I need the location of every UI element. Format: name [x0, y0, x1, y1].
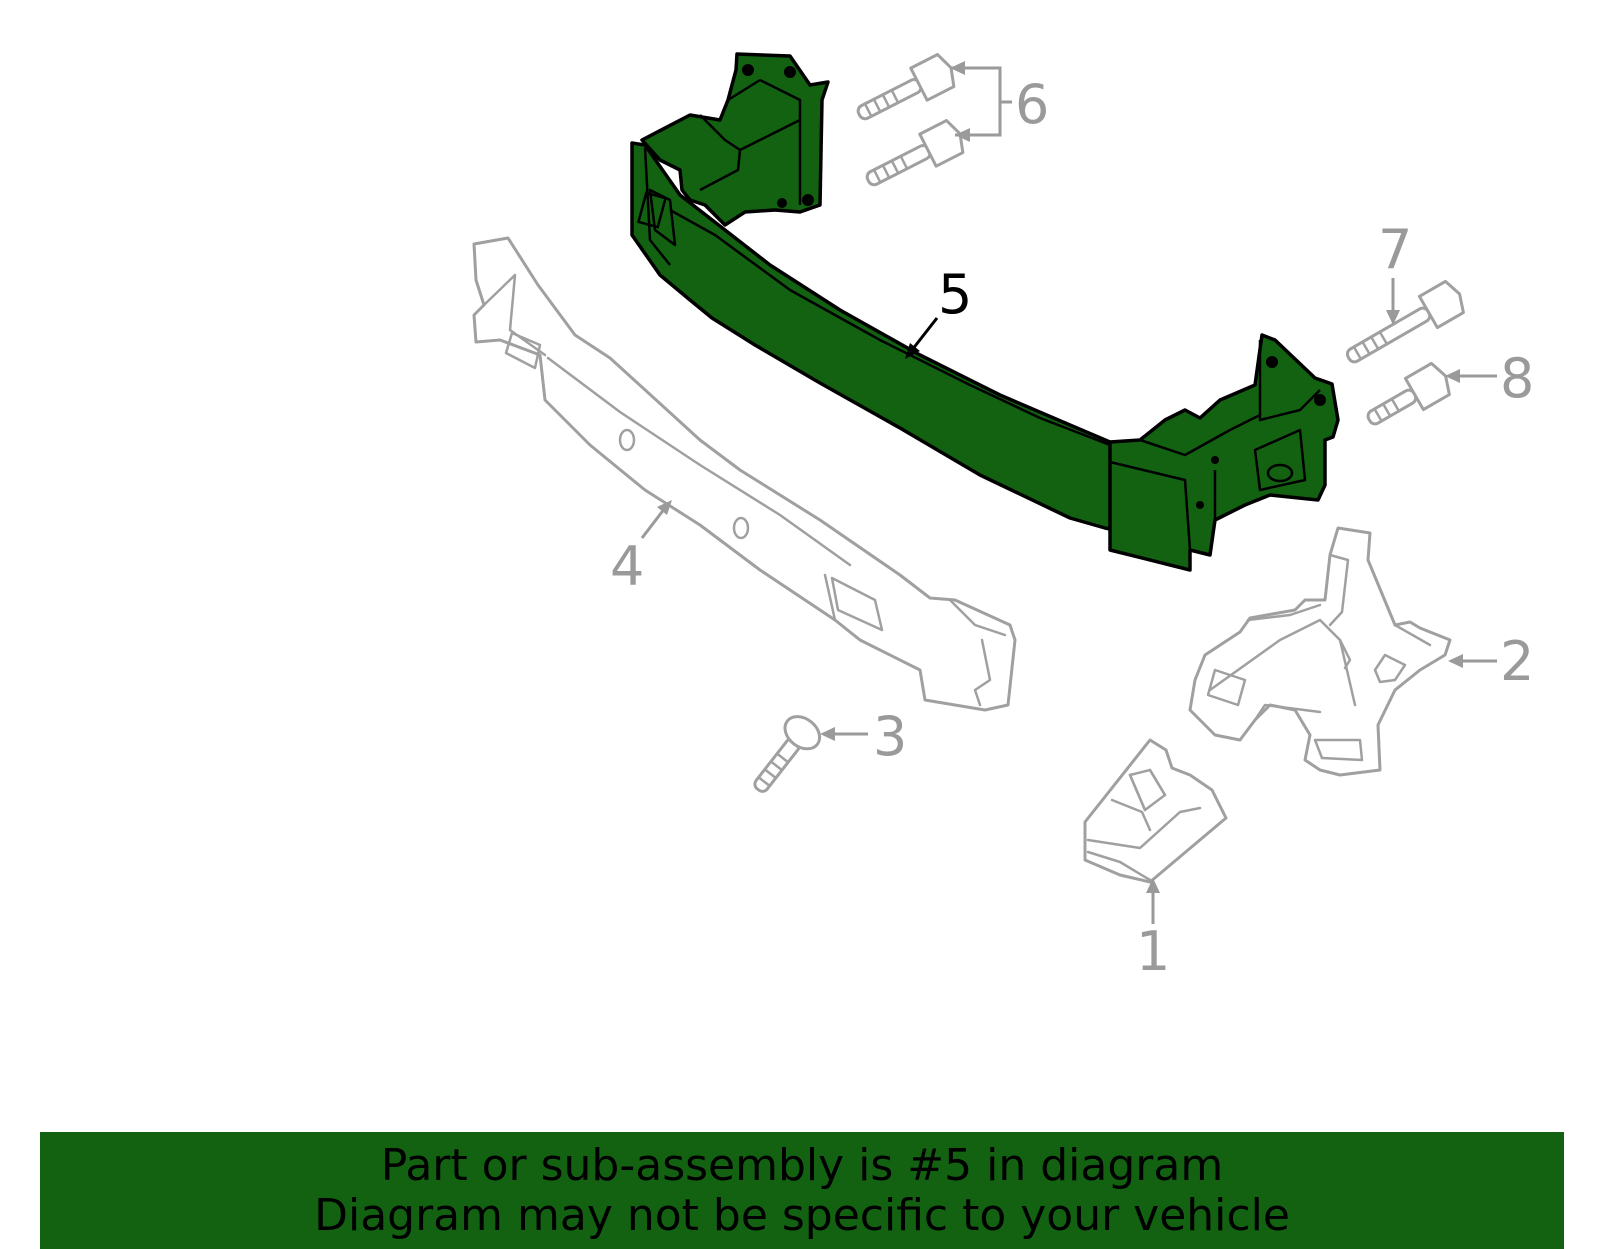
part-5-reinforcement-bar[interactable] [630, 52, 1340, 572]
callout-3: 3 [873, 705, 907, 768]
callout-6: 6 [1015, 73, 1049, 136]
notice-line-part: Part or sub-assembly is #5 in diagram [380, 1139, 1224, 1191]
callout-labels: 1 2 3 4 5 6 7 8 [610, 73, 1534, 983]
part-2-bracket[interactable] [1188, 526, 1452, 777]
notice-line-disclaimer: Diagram may not be specific to your vehi… [314, 1189, 1290, 1241]
notice-banner: Part or sub-assembly is #5 in diagram Di… [40, 1132, 1564, 1249]
part-6-bolts[interactable] [851, 52, 968, 197]
leader-lines [640, 61, 1497, 924]
part-8-bolt[interactable] [1360, 360, 1454, 435]
callout-7: 7 [1378, 218, 1412, 281]
callout-8: 8 [1500, 347, 1534, 410]
part-4-absorber[interactable] [472, 236, 1017, 712]
part-1-bracket[interactable] [1083, 738, 1228, 884]
callout-4: 4 [610, 535, 644, 598]
part-7-bolt[interactable] [1340, 278, 1469, 373]
callout-1: 1 [1136, 920, 1170, 983]
callout-5: 5 [938, 263, 972, 326]
part-3-screw[interactable] [743, 710, 826, 801]
callout-2: 2 [1500, 630, 1534, 693]
